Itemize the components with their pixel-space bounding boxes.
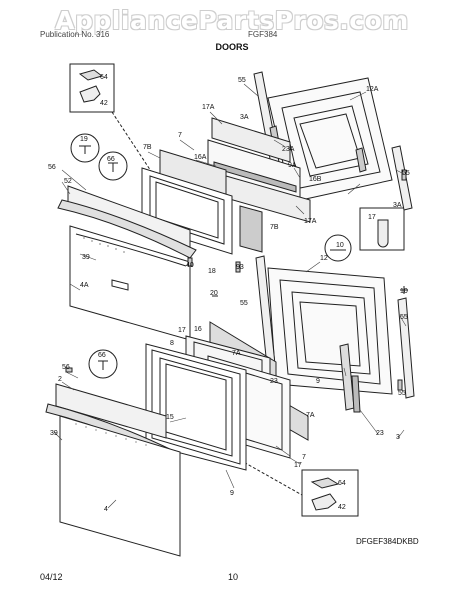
callout-55-mid: 55 xyxy=(240,300,248,307)
callout-64-top: 64 xyxy=(100,74,108,81)
callout-16: 16 xyxy=(194,326,202,333)
callout-17a-lower: 17A xyxy=(304,218,317,225)
callout-17-upper: 17 xyxy=(368,214,376,221)
callout-66-lower: 66 xyxy=(98,352,106,359)
callout-4a: 4A xyxy=(80,282,89,289)
callout-3a-right: 3A xyxy=(393,202,402,209)
callout-18-upper: 18 xyxy=(208,268,216,275)
callout-16a: 16A xyxy=(194,154,207,161)
washer-detail-10 xyxy=(324,234,352,262)
callout-3-lower: 3 xyxy=(396,434,400,441)
callout-7a-lower: 7A xyxy=(306,412,315,419)
callout-19: 19 xyxy=(80,136,88,143)
page-title: DOORS xyxy=(215,42,249,52)
callout-8: 8 xyxy=(170,340,174,347)
callout-64-bottom: 64 xyxy=(338,480,346,487)
model-code: DFGEF384DKBD xyxy=(356,537,419,546)
callout-23-lower: 23 xyxy=(376,430,384,437)
callout-55-right-upper: 55 xyxy=(402,170,410,177)
callout-7-lower: 7 xyxy=(302,454,306,461)
callout-9-lower: 9 xyxy=(230,490,234,497)
gasket-7b-side xyxy=(239,205,263,253)
callout-3a-upper: 3A xyxy=(240,114,249,121)
callout-93: 93 xyxy=(236,264,244,271)
callout-7a-upper: 7A xyxy=(232,350,241,357)
callout-9a: 9A xyxy=(288,162,297,169)
callout-17-lower-left: 17 xyxy=(178,327,186,334)
callout-17a-upper: 17A xyxy=(202,104,215,111)
inset-hinge-clip-bottom xyxy=(301,469,359,517)
publication-number: Publication No. 316 xyxy=(40,30,110,39)
callout-2: 2 xyxy=(58,376,62,383)
lower-hinge-channel-right xyxy=(397,297,415,399)
callout-55-upper: 55 xyxy=(238,77,246,84)
callout-42-top: 42 xyxy=(100,100,108,107)
lower-door-trim xyxy=(55,383,167,439)
callout-56-upper: 56 xyxy=(48,164,56,171)
lower-inner-door-liner xyxy=(267,267,393,395)
leader-lines xyxy=(53,83,407,509)
inset-hinge-clip-top xyxy=(69,63,115,113)
callout-39-upper: 39 xyxy=(82,254,90,261)
callout-7-upper: 7 xyxy=(178,132,182,139)
lower-door-frame xyxy=(145,343,247,471)
callout-9-upper: 9 xyxy=(316,378,320,385)
callout-42-bottom: 42 xyxy=(338,504,346,511)
callout-17-lower: 17 xyxy=(294,462,302,469)
callout-12: 12 xyxy=(320,255,328,262)
watermark: AppliancePartsPros.com xyxy=(55,6,409,35)
callout-15: 15 xyxy=(166,414,174,421)
callout-4: 4 xyxy=(104,506,108,513)
callout-55-right-mid: 55 xyxy=(400,314,408,321)
callout-12a: 12A xyxy=(366,86,379,93)
footer-date: 04/12 xyxy=(40,572,63,582)
callout-7b-lower: 7B xyxy=(270,224,279,231)
callout-10-upper: 10 xyxy=(336,242,344,249)
upper-glass-17a xyxy=(211,117,291,163)
callout-23a-upper: 23A xyxy=(282,146,295,153)
callout-10-right: 10 xyxy=(400,288,408,295)
callout-66-upper: 66 xyxy=(107,156,115,163)
callout-20: 20 xyxy=(210,290,218,297)
callout-23-mid: 23 xyxy=(270,378,278,385)
footer-page-number: 10 xyxy=(228,572,239,582)
callout-56-lower: 56 xyxy=(62,364,70,371)
callout-7b-upper: 7B xyxy=(143,144,152,151)
callout-55-right-lower: 55 xyxy=(398,390,406,397)
callout-39-lower: 39 xyxy=(50,430,58,437)
callout-16b: 16B xyxy=(309,176,322,183)
callout-40: 40 xyxy=(186,262,194,269)
model-header: FGF384 xyxy=(248,30,278,39)
lower-outer-door-panel xyxy=(59,415,181,557)
callout-52: 52 xyxy=(64,178,72,185)
